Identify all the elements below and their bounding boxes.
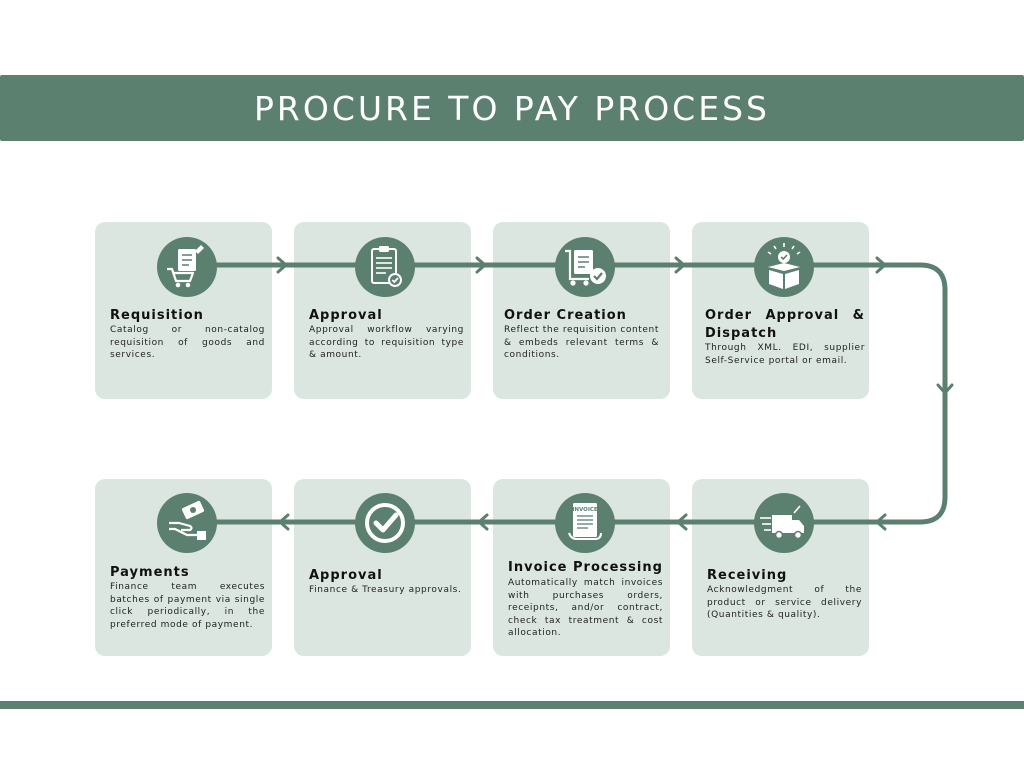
step-description: Approval workflow varying according to r…: [309, 325, 464, 360]
step-title: Approval: [309, 308, 383, 323]
check-circle-icon: [355, 493, 415, 553]
page-title: PROCURE TO PAY PROCESS: [254, 88, 770, 128]
step-title: Order Creation: [504, 308, 627, 323]
step-title: Order Approval & Dispatch: [705, 308, 865, 341]
flow-line: [200, 262, 948, 525]
arrow-left: [676, 513, 688, 531]
delivery-truck-icon: [754, 493, 814, 553]
arrow-left: [278, 513, 290, 531]
shopping-cart-checklist-icon: [157, 237, 217, 297]
arrow-right: [276, 256, 288, 274]
step-description: Through XML. EDI, supplier Self-Service …: [705, 343, 865, 366]
trolley-document-icon: [555, 237, 615, 297]
step-description: Finance team executes batches of payment…: [110, 582, 265, 630]
step-description: Automatically match invoices with purcha…: [508, 578, 663, 638]
arrow-left: [875, 513, 887, 531]
arrow-right: [875, 256, 887, 274]
arrow-right: [475, 256, 487, 274]
invoice-label: INVOICE: [572, 507, 598, 513]
title-banner: PROCURE TO PAY PROCESS: [0, 75, 1024, 141]
arrow-left: [477, 513, 489, 531]
open-box-icon: [754, 237, 814, 297]
step-title: Requisition: [110, 308, 204, 323]
clipboard-check-icon: [355, 237, 415, 297]
arrow-down: [936, 383, 954, 395]
invoice-icon: INVOICE: [555, 493, 615, 553]
step-description: Catalog or non-catalog requisition of go…: [110, 325, 265, 360]
step-title: Approval: [309, 568, 383, 583]
step-description: Reflect the requisition content & embeds…: [504, 325, 659, 360]
step-title: Receiving: [707, 568, 788, 583]
footer-bar: [0, 701, 1024, 709]
step-description: Finance & Treasury approvals.: [309, 585, 462, 595]
hand-money-icon: [157, 493, 217, 553]
step-title: Payments: [110, 565, 190, 580]
step-title: Invoice Processing: [508, 560, 663, 575]
step-description: Acknowledgment of the product or service…: [707, 585, 862, 620]
arrow-right: [674, 256, 686, 274]
